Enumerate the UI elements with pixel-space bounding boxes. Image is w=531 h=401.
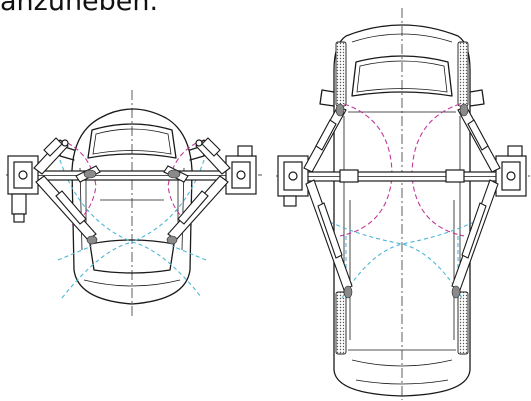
van-left-column xyxy=(277,155,309,207)
short-lift-pads xyxy=(83,169,181,245)
van-swing-arcs-magenta xyxy=(339,103,465,237)
van-lift-pads xyxy=(335,103,469,299)
van-sill-hatching xyxy=(335,41,469,355)
short-right-column xyxy=(225,145,257,195)
short-swing-arcs-cyan xyxy=(57,159,207,299)
van-right-column xyxy=(495,145,527,197)
short-vehicle-figure xyxy=(6,90,262,316)
van-lift-beam xyxy=(287,171,517,182)
van-figure xyxy=(276,8,530,400)
caption-text: anzuheben. xyxy=(0,0,159,17)
short-support-arms xyxy=(33,137,231,241)
short-left-column xyxy=(7,155,39,223)
short-lift-beam xyxy=(23,170,243,181)
